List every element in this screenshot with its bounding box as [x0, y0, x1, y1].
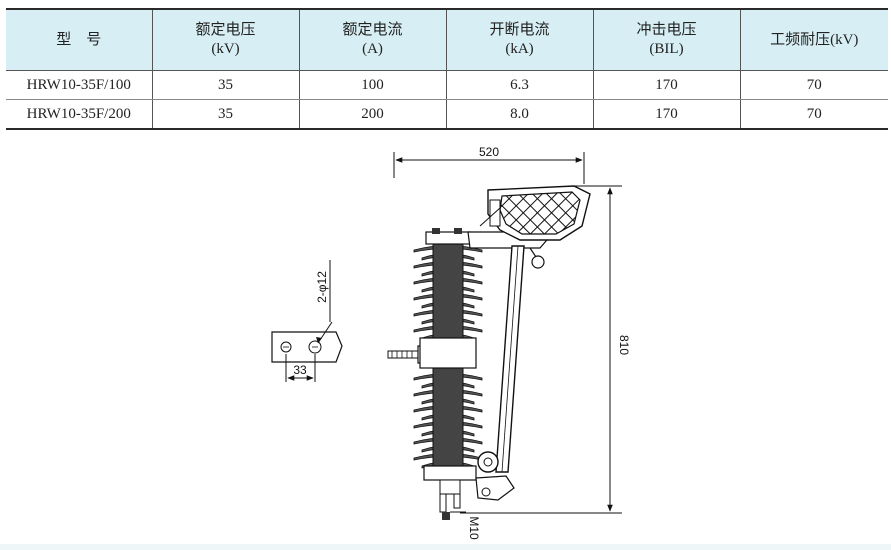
width-dimension: 520: [393, 145, 585, 184]
header-rated-current: 额定电流(A): [298, 9, 446, 71]
footer-strip: [0, 544, 891, 550]
header-rated-voltage: 额定电压(kV): [151, 9, 299, 71]
table-row: HRW10-35F/100 35 100 6.3 170 70: [6, 70, 888, 100]
table-row: HRW10-35F/200 35 200 8.0 170 70: [6, 99, 888, 129]
cell-rated-current: 200: [298, 99, 446, 129]
fuse-cutout-body: M10: [387, 185, 591, 540]
header-power-frequency-withstand: 工频耐压(kV): [739, 9, 888, 71]
hole-spacing-label: 33: [293, 363, 307, 377]
header-breaking-current: 开断电流(kA): [445, 9, 593, 71]
cell-breaking-current: 6.3: [445, 70, 593, 100]
header-impulse-voltage: 冲击电压(BIL): [592, 9, 740, 71]
cell-power-frequency: 70: [739, 70, 888, 100]
width-dimension-label: 520: [479, 145, 499, 159]
cell-impulse-voltage: 170: [592, 70, 740, 100]
cell-impulse-voltage: 170: [592, 99, 740, 129]
height-dimension: 810: [460, 185, 631, 514]
cell-rated-current: 100: [298, 70, 446, 100]
hole-label: 2-φ12: [315, 271, 329, 303]
cell-power-frequency: 70: [739, 99, 888, 129]
cell-breaking-current: 8.0: [445, 99, 593, 129]
cell-rated-voltage: 35: [151, 70, 299, 100]
spec-table: 型 号 额定电压(kV) 额定电流(A) 开断电流(kA) 冲击电压(BIL) …: [6, 8, 888, 130]
height-dimension-label: 810: [617, 335, 631, 355]
mounting-bracket-detail: 2-φ12 33: [271, 260, 343, 382]
cell-model: HRW10-35F/100: [6, 70, 152, 100]
table-header-row: 型 号 额定电压(kV) 额定电流(A) 开断电流(kA) 冲击电压(BIL) …: [6, 9, 888, 71]
header-type: 型 号: [6, 9, 152, 71]
cell-model: HRW10-35F/200: [26, 105, 131, 122]
cell-rated-voltage: 35: [151, 99, 299, 129]
bolt-label: M10: [467, 516, 481, 540]
